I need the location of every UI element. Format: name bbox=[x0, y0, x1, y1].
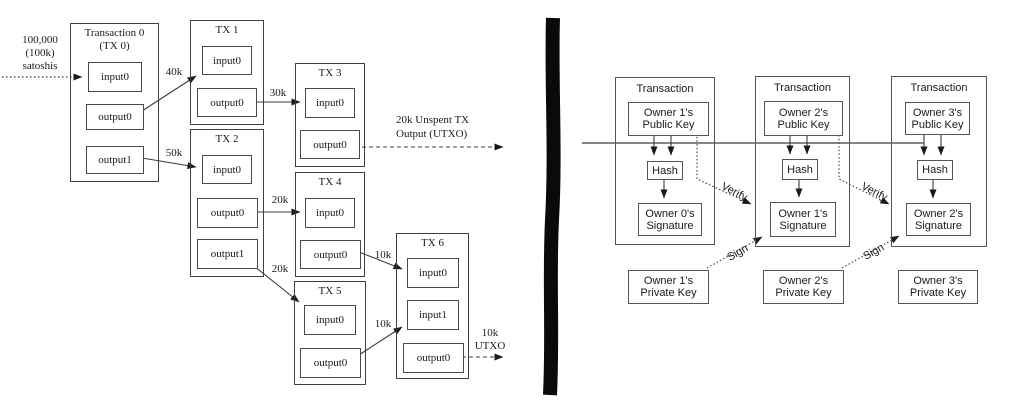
flow-label-30k: 30k bbox=[269, 87, 287, 99]
tx2-title: TX 2 bbox=[215, 133, 239, 145]
private-key1-box: Owner 1's Private Key bbox=[628, 270, 709, 304]
rtx3-hash-box: Hash bbox=[917, 160, 953, 180]
utxo-10k-label: 10k UTXO bbox=[474, 327, 506, 352]
tx5-title: TX 5 bbox=[318, 285, 342, 297]
tx1-title: TX 1 bbox=[215, 24, 239, 36]
tx3-box: TX 3 bbox=[295, 63, 365, 167]
rtx1-hash-box: Hash bbox=[647, 161, 683, 180]
tx6-title: TX 6 bbox=[421, 237, 444, 249]
flow-label-10k-a: 10k bbox=[374, 249, 392, 261]
rtx1-title: Transaction bbox=[636, 83, 694, 95]
tx0-input0-box: input0 bbox=[88, 62, 142, 92]
rtx2-public-key-box: Owner 2's Public Key bbox=[764, 101, 843, 136]
verify-label-2: Verify bbox=[859, 180, 890, 204]
rtx1-signature-box: Owner 0's Signature bbox=[638, 203, 702, 236]
private-key2-box: Owner 2's Private Key bbox=[763, 270, 844, 304]
tx2-box: TX 2 bbox=[190, 129, 264, 277]
rtx3-box: Transaction bbox=[891, 76, 987, 247]
rtx2-title: Transaction bbox=[773, 82, 832, 94]
tx4-box: TX 4 bbox=[295, 172, 365, 277]
rtx1-public-key-box: Owner 1's Public Key bbox=[628, 102, 709, 136]
rtx2-hash-box: Hash bbox=[782, 159, 818, 180]
tx4-title: TX 4 bbox=[318, 176, 342, 188]
verify-label-1: Verify bbox=[719, 180, 750, 204]
tx0-title: Transaction 0 (TX 0) bbox=[84, 27, 145, 52]
tx0-output1-box: output1 bbox=[86, 146, 144, 174]
tx1-input0-box: input0 bbox=[202, 46, 252, 75]
flow-label-10k-b: 10k bbox=[374, 318, 392, 330]
rtx3-signature-box: Owner 2's Signature bbox=[906, 203, 971, 236]
tx3-title: TX 3 bbox=[318, 67, 342, 79]
tx1-box: TX 1 bbox=[190, 20, 264, 125]
tx4-input0-box: input0 bbox=[305, 198, 355, 228]
rtx3-title: Transaction bbox=[910, 82, 968, 94]
tx0-output0-box: output0 bbox=[86, 104, 144, 130]
tx5-input0-box: input0 bbox=[304, 305, 356, 335]
flow-label-50k: 50k bbox=[165, 147, 183, 159]
utxo-20k-label: 20k Unspent TX Output (UTXO) bbox=[396, 114, 470, 140]
tx0-box: Transaction 0 (TX 0) bbox=[70, 23, 159, 182]
tx2-input0-box: input0 bbox=[202, 155, 252, 184]
tx1-output0-box: output0 bbox=[197, 88, 257, 117]
tx5-output0-box: output0 bbox=[300, 348, 361, 378]
flow-label-20k-a: 20k bbox=[271, 194, 289, 206]
tx6-output0-box: output0 bbox=[403, 343, 464, 373]
tx2-output1-box: output1 bbox=[197, 239, 258, 269]
sign-label-2: Sign bbox=[861, 241, 887, 263]
sign-label-1: Sign bbox=[725, 242, 751, 264]
tx2-output0-box: output0 bbox=[197, 198, 258, 228]
private-key3-box: Owner 3's Private Key bbox=[898, 270, 978, 304]
tx3-output0-box: output0 bbox=[300, 130, 360, 159]
tx6-input0-box: input0 bbox=[407, 258, 459, 288]
source-amount-label: 100,000 (100k) satoshis bbox=[22, 34, 58, 72]
rtx2-signature-box: Owner 1's Signature bbox=[770, 202, 836, 237]
tx6-box: TX 6 bbox=[396, 233, 469, 379]
section-divider bbox=[543, 17, 561, 396]
tx3-input0-box: input0 bbox=[305, 88, 355, 118]
flow-label-20k-b: 20k bbox=[271, 263, 289, 275]
tx4-output0-box: output0 bbox=[300, 240, 361, 269]
tx6-input1-box: input1 bbox=[407, 300, 459, 330]
rtx3-public-key-box: Owner 3's Public Key bbox=[905, 102, 970, 135]
flow-label-40k: 40k bbox=[165, 66, 183, 78]
